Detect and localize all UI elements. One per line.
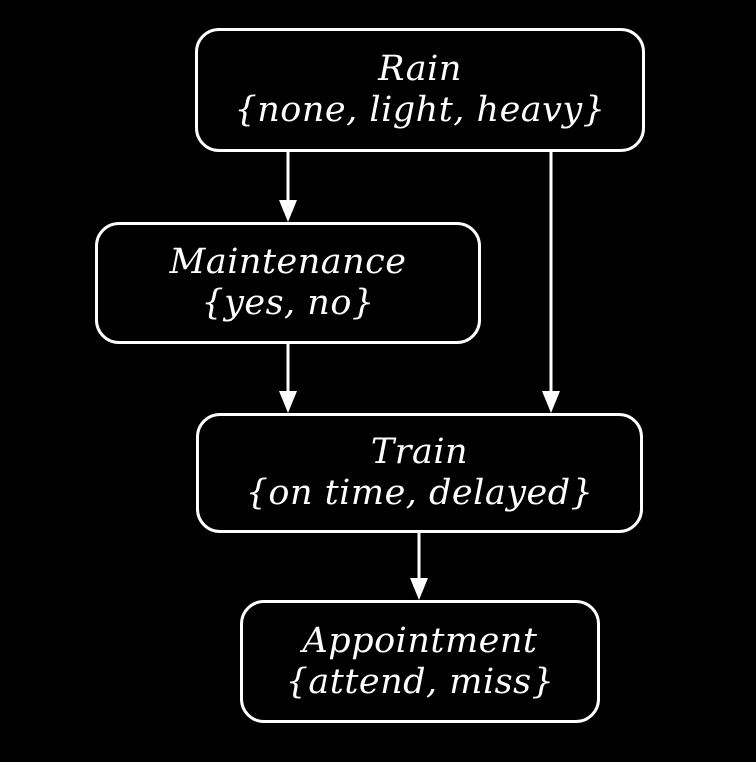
edge-train-to-appointment (401, 533, 437, 600)
node-train-states: {on time, delayed} (245, 473, 594, 513)
node-train[interactable]: Train {on time, delayed} (196, 413, 643, 533)
node-train-label: Train (370, 432, 469, 473)
edge-rain-to-maintenance (270, 152, 306, 222)
edge-rain-to-train (533, 152, 569, 413)
node-maintenance-label: Maintenance (169, 242, 407, 283)
edge-maintenance-to-train (270, 344, 306, 413)
node-appointment-states: {attend, miss} (285, 661, 555, 702)
node-rain-states: {none, light, heavy} (234, 90, 606, 130)
node-appointment[interactable]: Appointment {attend, miss} (240, 600, 600, 723)
node-rain[interactable]: Rain {none, light, heavy} (195, 28, 645, 152)
node-maintenance-states: {yes, no} (201, 283, 375, 323)
node-appointment-label: Appointment (302, 620, 538, 661)
node-maintenance[interactable]: Maintenance {yes, no} (95, 222, 481, 344)
node-rain-label: Rain (378, 49, 462, 90)
